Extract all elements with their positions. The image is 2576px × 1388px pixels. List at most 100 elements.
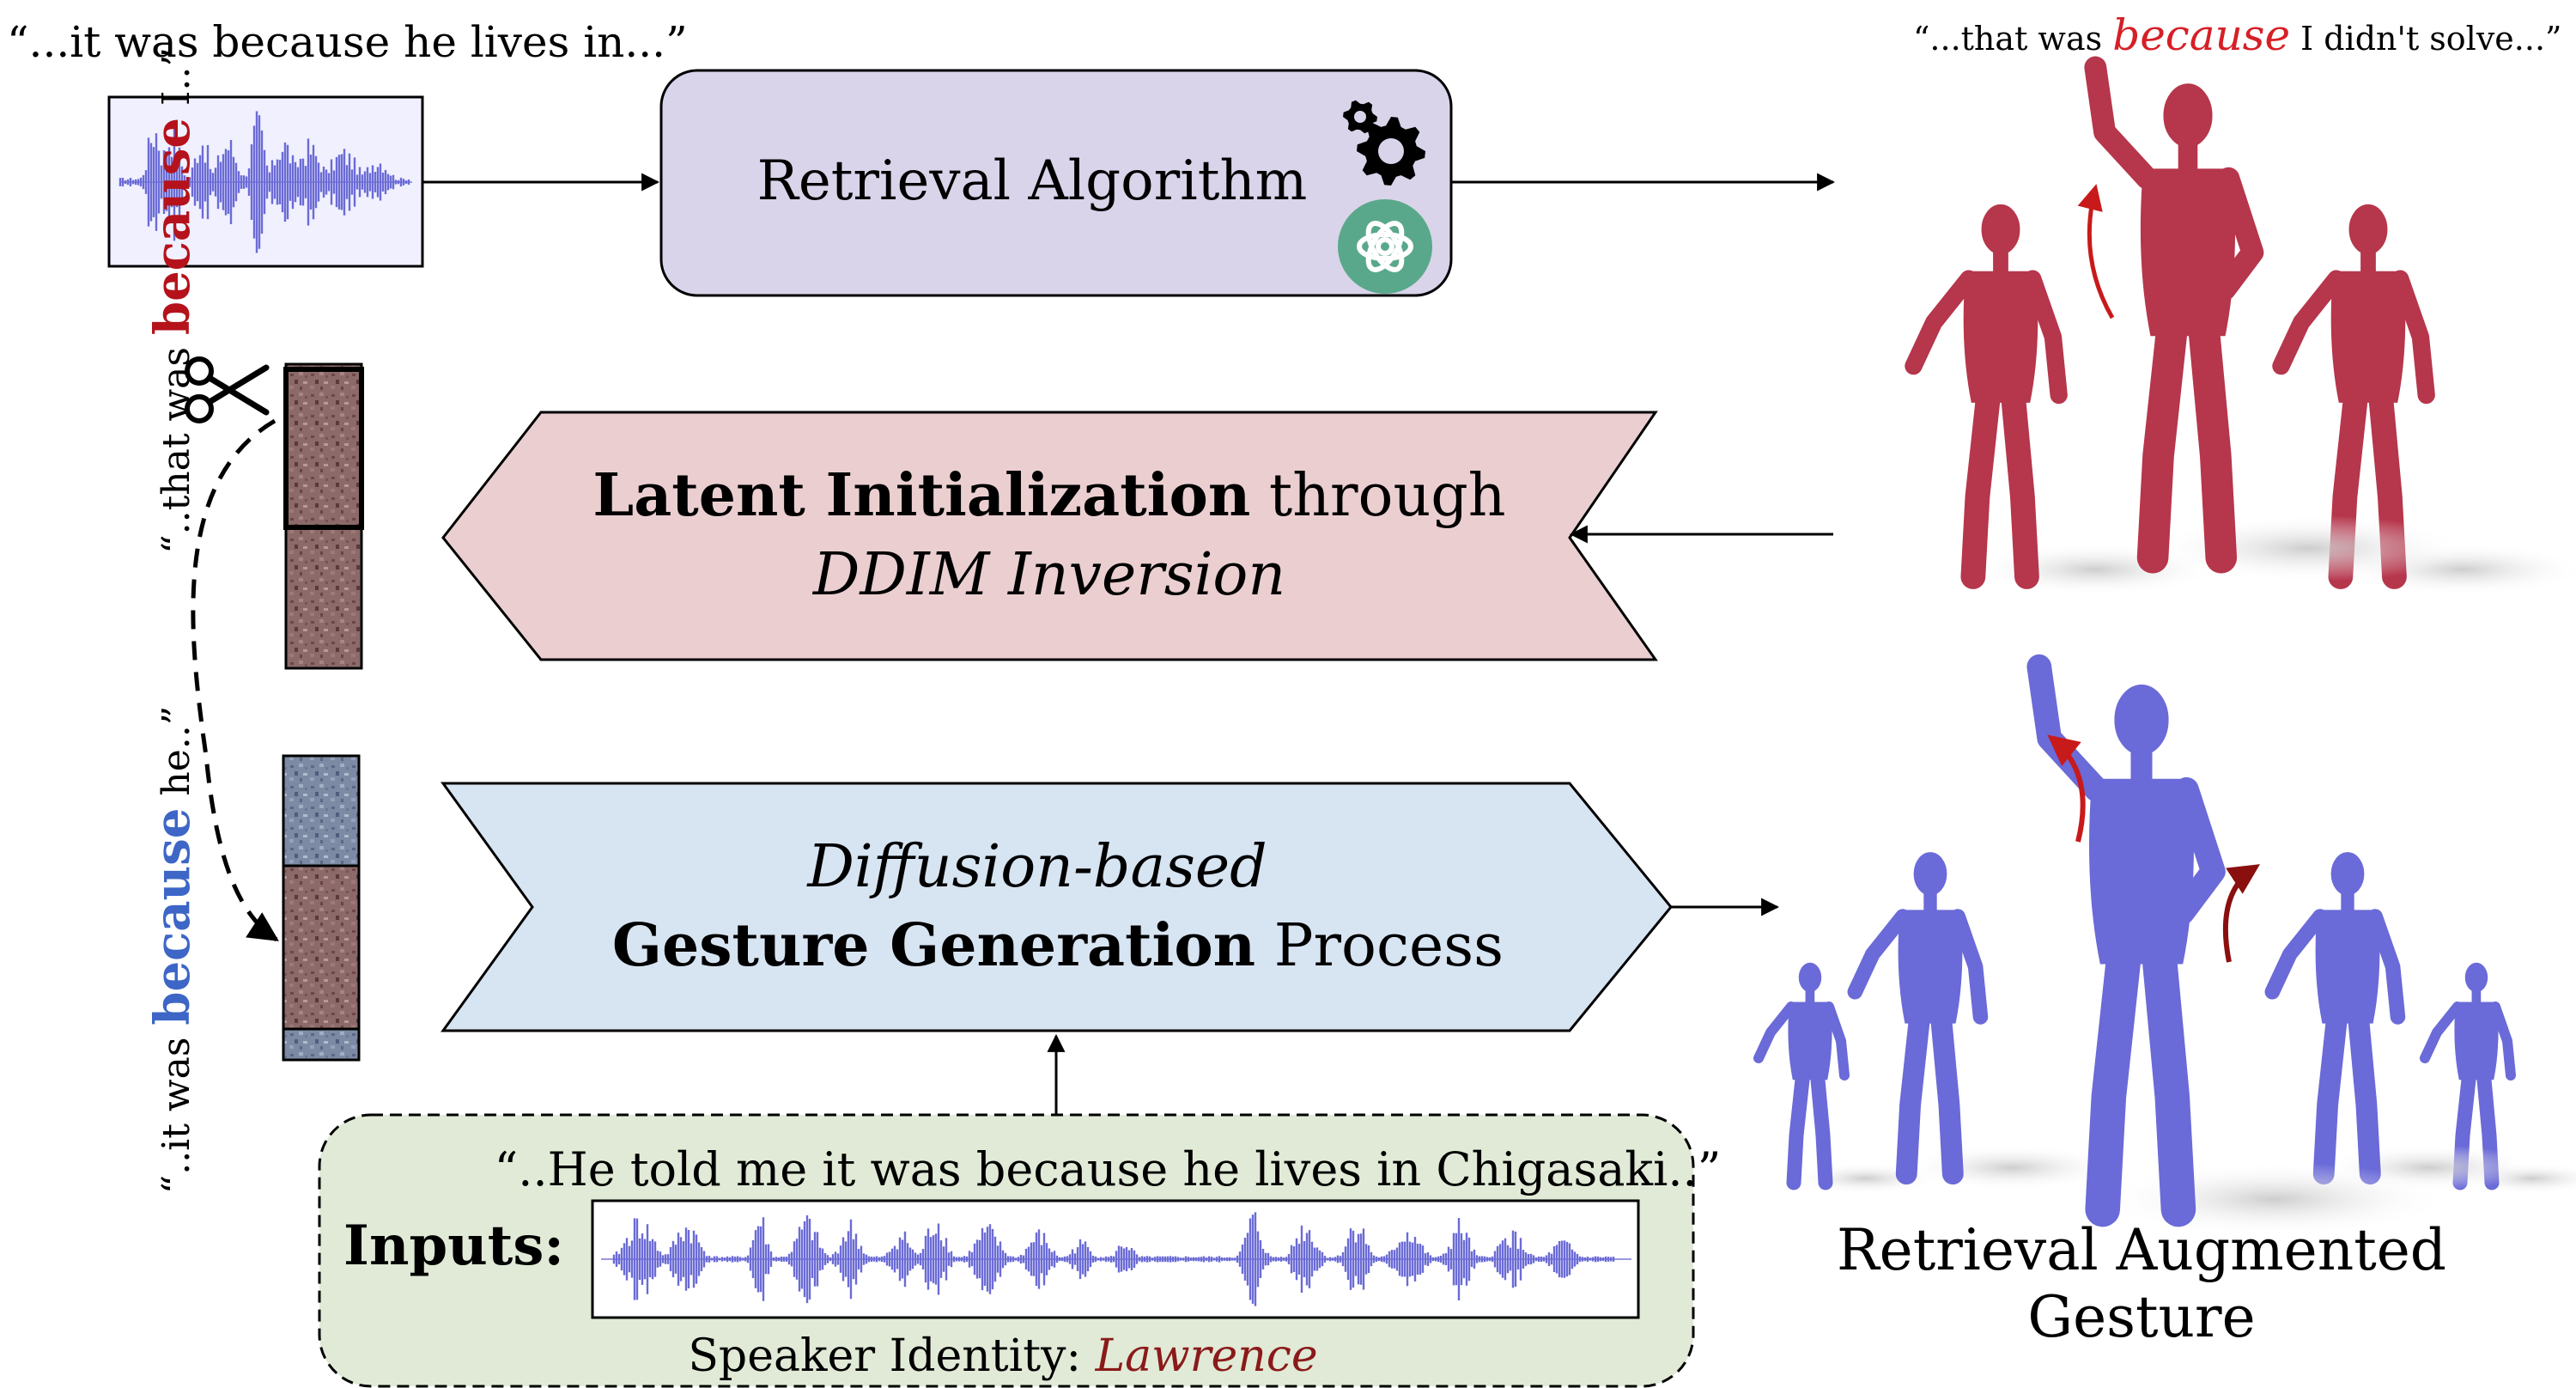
figure-arm (2420, 1001, 2463, 1063)
dashed-latent-copy-arrow (191, 418, 279, 942)
figure-arm (2026, 654, 2109, 802)
figure-neck (2341, 892, 2354, 914)
figure-leg (2085, 946, 2141, 1227)
figure-torso (2315, 910, 2380, 1024)
figure-leg (1810, 1072, 1833, 1190)
generation-line1: Diffusion-based (805, 833, 1267, 901)
motion-arrow (2077, 184, 2115, 320)
figure-leg (2136, 320, 2187, 574)
source-audio-quote: “...it was because he lives in...” (7, 17, 688, 67)
figure-torso (2330, 271, 2406, 403)
gear-hole (1378, 138, 1404, 164)
figure-arm (2170, 776, 2226, 925)
figure-neck (2130, 750, 2153, 784)
waveform-bars (118, 111, 410, 253)
figure-head (1798, 962, 1822, 993)
vertical-lower-keyword: because (144, 808, 201, 1026)
retrieved-quote-keyword: because (2112, 10, 2290, 60)
figure-arm (2264, 909, 2328, 1000)
figure-arm (1824, 1001, 1850, 1081)
figure-leg (1930, 1012, 1964, 1185)
figure-leg (1786, 1072, 1810, 1190)
figure-torso (2088, 778, 2195, 965)
retrieved-quote-suffix: I didn't solve...” (2290, 20, 2561, 58)
openai-logo-icon (1338, 199, 1432, 294)
human-figure (1905, 204, 2219, 596)
vertical-quote-retrieved: “..that was because I..” (144, 47, 201, 554)
figure-leg (1895, 1012, 1930, 1185)
figure-arm (2214, 167, 2264, 301)
human-figure (1753, 962, 1939, 1194)
human-figure (2264, 852, 2537, 1190)
latent-initialization-banner: Latent Initialization through DDIM Inver… (441, 411, 1658, 661)
figure-arm (1753, 1001, 1796, 1063)
latent-init-bold: Latent Initialization (592, 461, 1250, 530)
gears-icon (1357, 117, 1425, 186)
generated-gesture-figures (1753, 654, 2576, 1237)
latent-init-line2: DDIM Inversion (811, 541, 1285, 609)
initialized-latent-strip (282, 754, 361, 1062)
figure-torso (1898, 910, 1963, 1024)
retrieval-algorithm-label: Retrieval Algorithm (757, 149, 1308, 213)
inputs-quote: “..He told me it was because he lives in… (495, 1142, 1722, 1196)
generation-line2: Gesture Generation Process (612, 911, 1504, 980)
figure-arm (2084, 56, 2159, 190)
figure-neck (2178, 143, 2198, 174)
waveform-bars (612, 1212, 1615, 1306)
source-audio-waveform (107, 95, 424, 268)
motion-arrow (2047, 734, 2086, 843)
figure-arm (2024, 270, 2068, 405)
human-figure (2084, 56, 2466, 582)
figure-head (2464, 962, 2488, 993)
retrieved-latent-strip (283, 362, 364, 670)
human-figure (1847, 852, 2119, 1190)
vertical-upper-prefix: “..that was (155, 335, 198, 554)
figure-leg (2348, 1012, 2381, 1185)
figure-shadow (2150, 514, 2466, 582)
figure-head (1913, 852, 1947, 896)
gear-small-icon (1343, 100, 1377, 134)
generation-rest: Process (1255, 912, 1504, 980)
generation-bold: Gesture Generation (612, 911, 1255, 980)
figure-head (2114, 685, 2169, 756)
scissors-icon (185, 356, 270, 423)
speaker-name: Lawrence (1095, 1330, 1318, 1382)
vertical-lower-prefix: “..it was (155, 1026, 198, 1195)
speaker-identity: Speaker Identity: Lawrence (688, 1330, 1317, 1382)
output-label-line2: Gesture (2027, 1284, 2255, 1350)
retrieved-quote: “...that was because I didn't solve...” (1913, 10, 2561, 60)
figure-torso (2454, 1001, 2499, 1081)
gear-hole (1354, 111, 1366, 123)
figure-arm (1950, 909, 1989, 1025)
figure-torso (1788, 1001, 1832, 1081)
figure-leg (2312, 1012, 2348, 1185)
figure-neck (1923, 892, 1937, 914)
figure-head (2163, 83, 2213, 148)
figure-neck (1993, 251, 2008, 275)
figure-leg (2142, 946, 2196, 1227)
figure-head (1981, 204, 2020, 255)
output-label-line1: Retrieval Augmented (1837, 1217, 2446, 1283)
vertical-upper-keyword: because (144, 118, 201, 335)
retrieved-quote-prefix: “...that was (1913, 20, 2112, 58)
gesture-generation-banner: Diffusion-based Gesture Generation Proce… (440, 782, 1673, 1032)
figure-leg (2001, 390, 2039, 589)
retrieval-algorithm-box: Retrieval Algorithm (659, 69, 1453, 297)
figure-neck (2360, 251, 2376, 275)
inputs-label: Inputs: (343, 1214, 564, 1278)
latent-init-rest: through (1250, 462, 1505, 530)
figure-leg (1960, 390, 2001, 589)
latent-init-line1: Latent Initialization through (592, 461, 1505, 530)
figure-head (2330, 852, 2365, 896)
figure-arm (1847, 909, 1911, 1000)
figure-shadow (1905, 1145, 2119, 1190)
vertical-quote-source: “..it was because he..” (144, 706, 201, 1195)
motion-arrow (2222, 864, 2261, 963)
inputs-panel: Inputs: “..He told me it was because he … (318, 1113, 1722, 1388)
figure-neck (1805, 989, 1815, 1005)
figure-torso (2140, 168, 2236, 337)
speaker-label: Speaker Identity: (688, 1330, 1095, 1382)
figure-neck (2471, 989, 2482, 1005)
figure-arm (2391, 270, 2435, 405)
